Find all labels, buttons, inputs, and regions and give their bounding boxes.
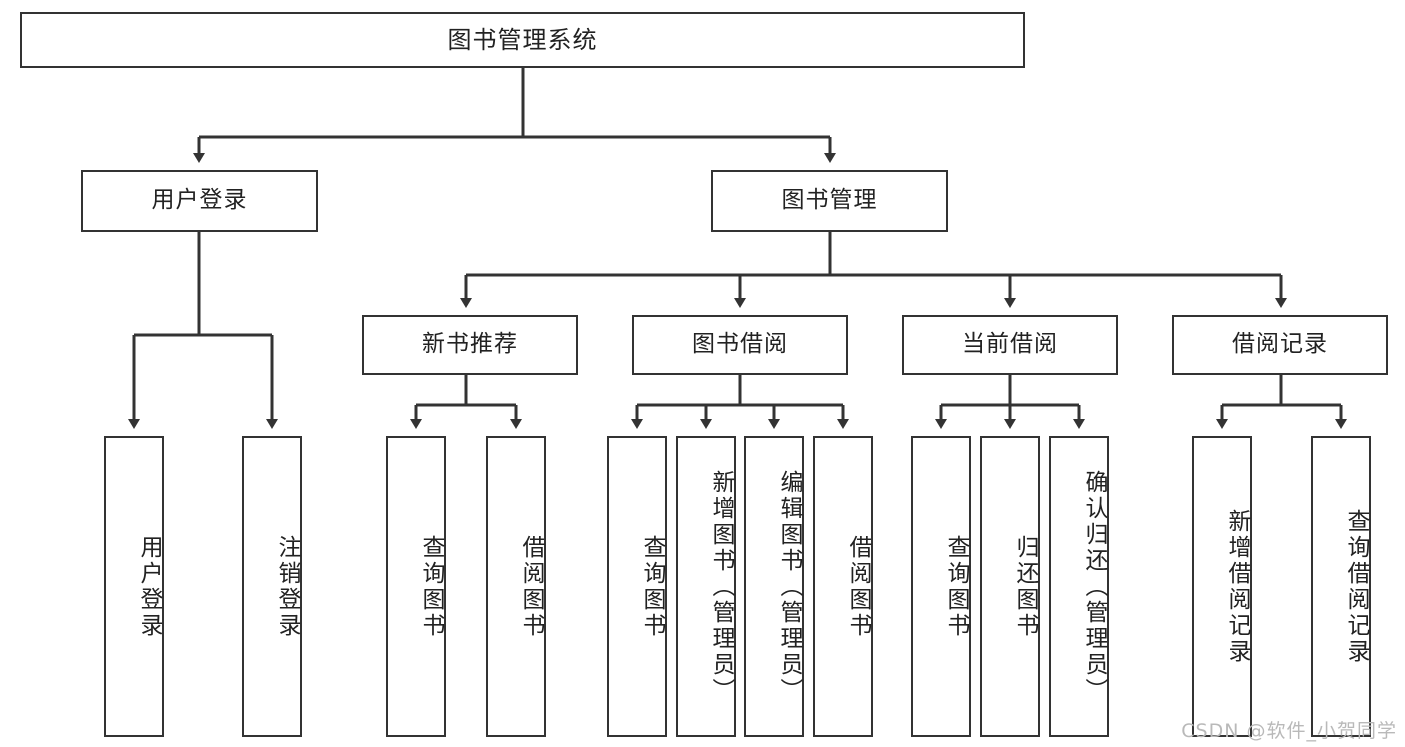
leaf-edit-book-admin[interactable]: 编辑图书（管理员）: [744, 436, 804, 737]
node-borrow-record[interactable]: 借阅记录: [1172, 315, 1388, 375]
leaf-label: 新增图书（管理员）: [708, 469, 734, 704]
leaf-label: 查询借阅记录: [1343, 508, 1369, 665]
leaf-query-borrow-record[interactable]: 查询借阅记录: [1311, 436, 1371, 737]
leaf-label: 查询图书: [639, 534, 665, 639]
node-user-login[interactable]: 用户登录: [81, 170, 318, 232]
leaf-label: 确认归还（管理员）: [1081, 469, 1107, 704]
leaf-query-book-borrow[interactable]: 查询图书: [607, 436, 667, 737]
leaf-query-book-newbook[interactable]: 查询图书: [386, 436, 446, 737]
node-new-book-recommend[interactable]: 新书推荐: [362, 315, 578, 375]
leaf-borrow-book-borrow[interactable]: 借阅图书: [813, 436, 873, 737]
leaf-user-login[interactable]: 用户登录: [104, 436, 164, 737]
leaf-logout-login[interactable]: 注销登录: [242, 436, 302, 737]
leaf-borrow-book-newbook[interactable]: 借阅图书: [486, 436, 546, 737]
csdn-watermark: CSDN @软件_小贺同学: [1181, 720, 1397, 742]
leaf-query-book-current[interactable]: 查询图书: [911, 436, 971, 737]
node-book-borrow[interactable]: 图书借阅: [632, 315, 848, 375]
node-book-manage[interactable]: 图书管理: [711, 170, 948, 232]
leaf-label: 新增借阅记录: [1224, 508, 1250, 665]
leaf-confirm-return-admin[interactable]: 确认归还（管理员）: [1049, 436, 1109, 737]
leaf-label: 注销登录: [274, 534, 300, 639]
leaf-add-book-admin[interactable]: 新增图书（管理员）: [676, 436, 736, 737]
leaf-label: 用户登录: [136, 534, 162, 639]
leaf-label: 归还图书: [1012, 534, 1038, 639]
leaf-label: 查询图书: [943, 534, 969, 639]
leaf-return-book[interactable]: 归还图书: [980, 436, 1040, 737]
leaf-add-borrow-record[interactable]: 新增借阅记录: [1192, 436, 1252, 737]
leaf-label: 借阅图书: [845, 534, 871, 639]
node-current-borrow[interactable]: 当前借阅: [902, 315, 1118, 375]
leaf-label: 查询图书: [418, 534, 444, 639]
node-root-system[interactable]: 图书管理系统: [20, 12, 1025, 68]
leaf-label: 编辑图书（管理员）: [776, 469, 802, 704]
leaf-label: 借阅图书: [518, 534, 544, 639]
